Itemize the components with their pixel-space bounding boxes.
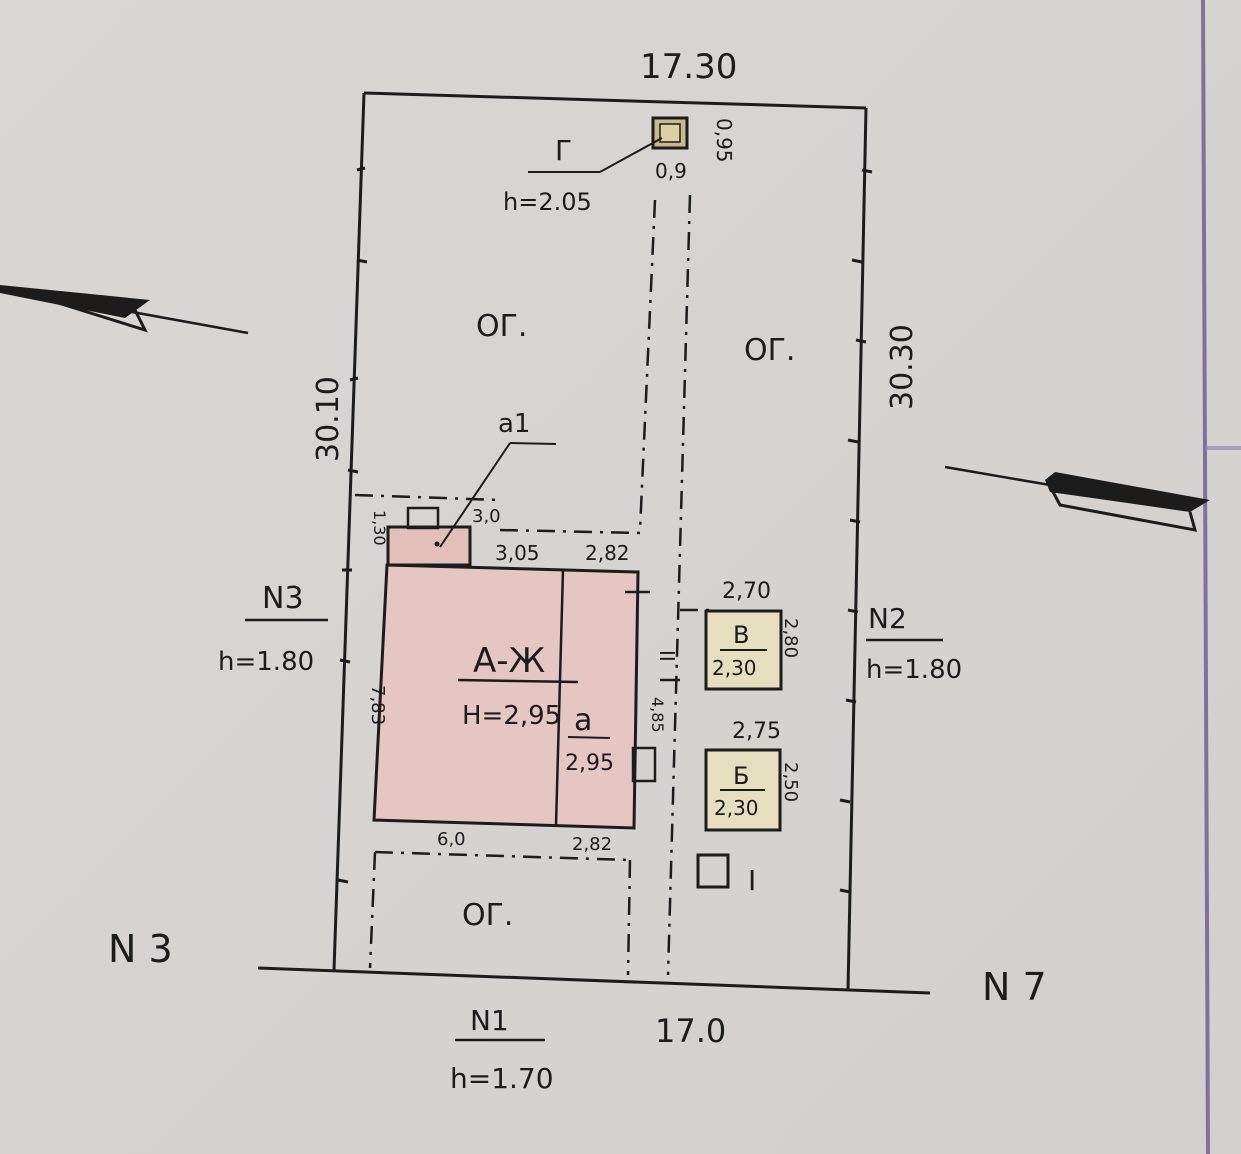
dim-left-side: 7,83 — [367, 685, 388, 725]
shed-g-depth: 0,95 — [712, 118, 736, 163]
outhouse[interactable] — [696, 853, 730, 889]
annex-a-height: 2,95 — [565, 751, 614, 776]
shed-v-height: 2,30 — [712, 656, 757, 680]
top-width-label: 17.30 — [640, 47, 737, 87]
dim-top-left: 3,05 — [495, 541, 540, 565]
annex-a-label: а — [574, 703, 592, 738]
shed-b-height: 2,30 — [714, 796, 759, 820]
shed-v-depth: 2,80 — [780, 618, 801, 658]
shed-v-width: 2,70 — [722, 579, 771, 604]
porch-step — [631, 746, 657, 783]
fence-n2-height: h=1.80 — [866, 655, 962, 685]
annex-a1[interactable] — [386, 442, 557, 567]
stamp-border — [1201, 0, 1241, 1154]
fence-n2-label: N2 — [868, 602, 907, 635]
shed-v-label: В — [733, 621, 749, 649]
shed-b-depth: 2,50 — [780, 762, 801, 802]
main-house-label: А-Ж — [473, 641, 545, 681]
shed-g-label: Г — [555, 134, 572, 167]
shed-g-width: 0,9 — [655, 159, 687, 183]
garden-label-right: ОГ. — [744, 333, 795, 368]
shed-b-width: 2,75 — [732, 719, 781, 744]
annex-a1-width: 3,0 — [472, 506, 501, 527]
bottom-width-label: 17.0 — [655, 1012, 726, 1050]
right-length-label: 30.30 — [885, 324, 920, 410]
porch-label: II — [655, 650, 679, 662]
dim-top-right: 2,82 — [585, 541, 630, 565]
shed-g[interactable] — [528, 116, 689, 173]
dim-right-side: 4,85 — [648, 697, 667, 733]
neighbor-right-label: N 7 — [982, 965, 1047, 1009]
plot-boundary — [257, 91, 931, 995]
dim-bottom-left: 6,0 — [437, 829, 466, 850]
neighbor-left-label: N 3 — [108, 927, 173, 971]
yard-label: ОГ. — [462, 898, 513, 933]
annex-a1-depth: 1,30 — [370, 510, 389, 546]
fence-n3-height: h=1.80 — [218, 647, 314, 677]
garden-label-left: ОГ. — [476, 309, 527, 344]
fence-n1-height: h=1.70 — [450, 1062, 554, 1095]
left-length-label: 30.10 — [311, 376, 346, 462]
dim-bottom-right: 2,82 — [572, 834, 612, 855]
fence-n3-label: N3 — [262, 581, 304, 616]
boundary-ticks — [337, 166, 873, 894]
garden-dividers — [354, 194, 710, 976]
main-house-height: Н=2,95 — [462, 701, 561, 731]
fence-n1-label: N1 — [470, 1004, 509, 1037]
annex-a1-label: а1 — [498, 409, 530, 439]
shed-b[interactable] — [704, 748, 782, 832]
right-arrow-icon — [944, 465, 1210, 532]
shed-b-label: Б — [733, 762, 749, 790]
shed-g-height: h=2.05 — [503, 188, 592, 216]
left-arrow-icon — [0, 285, 249, 335]
main-house[interactable] — [372, 563, 640, 830]
outhouse-label: I — [748, 864, 756, 897]
label-dividers — [245, 590, 943, 1042]
